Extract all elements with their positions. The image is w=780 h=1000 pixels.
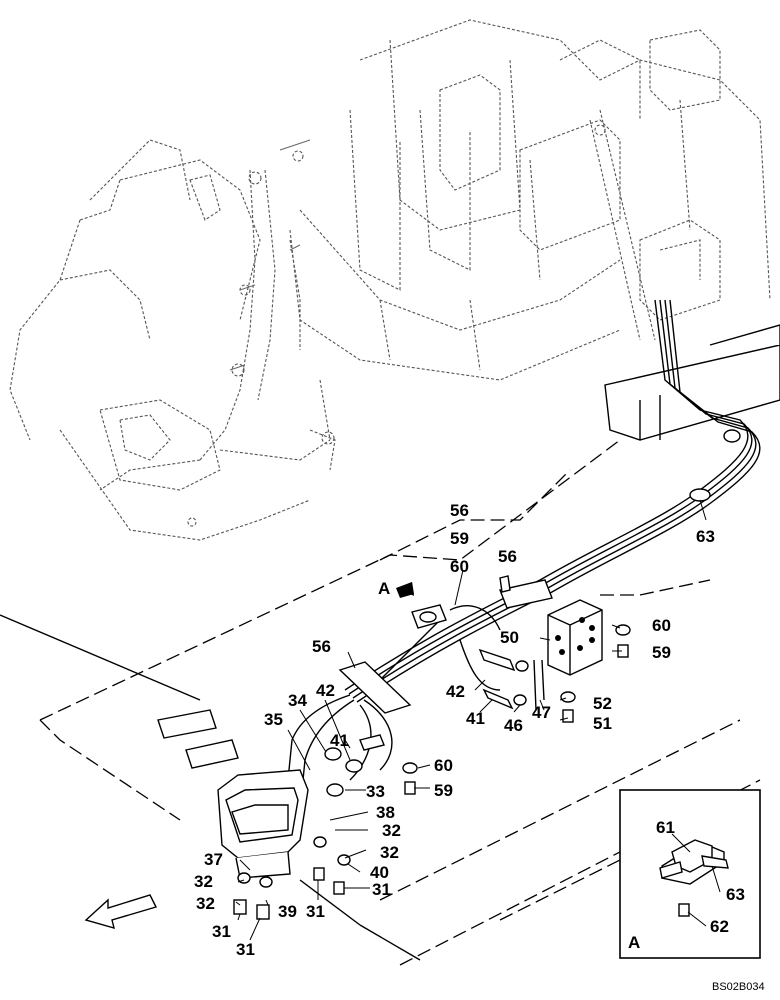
callout-52: 52 [593,694,612,713]
drawing-code: BS02B034 [712,981,765,993]
parts [84,575,631,930]
callout-37: 37 [204,850,223,869]
callout-38: 38 [376,803,395,822]
callout-42: 42 [446,682,465,701]
callout-35: 35 [264,710,283,729]
callout-61: 61 [656,818,675,837]
callout-labels: 63 56 59 56 60 60 59 50 56 42 34 42 52 5… [194,501,765,993]
callout-40: 40 [370,863,389,882]
callout-33: 33 [366,782,385,801]
callout-32: 32 [382,821,401,840]
callout-60: 60 [434,756,453,775]
callout-32: 32 [380,843,399,862]
ghost-machine-background [9,19,771,541]
callout-62: 62 [710,917,729,936]
callout-56: 56 [498,547,517,566]
callout-39: 39 [278,902,297,921]
callout-32: 32 [196,894,215,913]
callout-42: 42 [316,681,335,700]
callout-31: 31 [212,922,231,941]
callout-46: 46 [504,716,523,735]
callout-51: 51 [593,714,612,733]
frame-outline [0,324,780,966]
view-marker-a: A [378,579,390,598]
callout-59: 59 [434,781,453,800]
callout-32: 32 [194,872,213,891]
callout-60: 60 [450,557,469,576]
inset-title-a: A [628,933,640,952]
callout-31: 31 [236,940,255,959]
callout-41: 41 [330,731,349,750]
callout-41: 41 [466,709,485,728]
callout-59: 59 [652,643,671,662]
callout-63: 63 [696,527,715,546]
callout-56: 56 [450,501,469,520]
callout-47: 47 [532,703,551,722]
callout-34: 34 [288,691,307,710]
callout-56: 56 [312,637,331,656]
hose-bundle [287,299,761,791]
callout-31: 31 [306,902,325,921]
inset-view-a [619,789,761,959]
callout-59: 59 [450,529,469,548]
callout-31: 31 [372,880,391,899]
callout-60: 60 [652,616,671,635]
callout-50: 50 [500,628,519,647]
leader-lines [235,499,707,941]
callout-63: 63 [726,885,745,904]
